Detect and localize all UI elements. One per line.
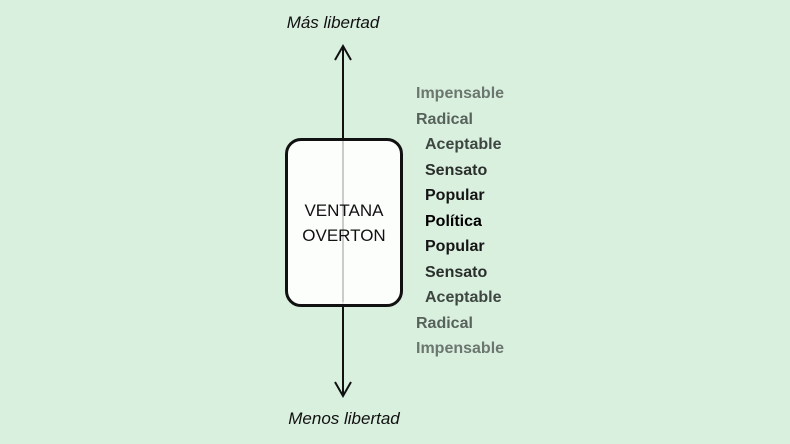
level-label: Radical (416, 314, 473, 332)
level-label: Sensato (425, 161, 488, 179)
level-label: Aceptable (425, 289, 502, 306)
arrow-up-icon (334, 43, 352, 61)
level-label: Política (425, 212, 482, 230)
window-line1: VENTANA (304, 200, 384, 220)
level-label: Impensable (416, 340, 505, 357)
level-label: Impensable (416, 85, 505, 102)
arrow-down-icon (334, 381, 352, 399)
overton-window-box: VENTANA OVERTON (285, 138, 403, 307)
level-label: Popular (425, 238, 485, 255)
level-label: Popular (425, 187, 485, 204)
level-label: Radical (416, 110, 473, 128)
window-line2: OVERTON (302, 225, 386, 245)
level-label: Aceptable (425, 136, 502, 153)
bottom-label: Menos libertad (288, 409, 400, 428)
top-label: Más libertad (286, 13, 380, 32)
level-label: Sensato (425, 263, 488, 281)
